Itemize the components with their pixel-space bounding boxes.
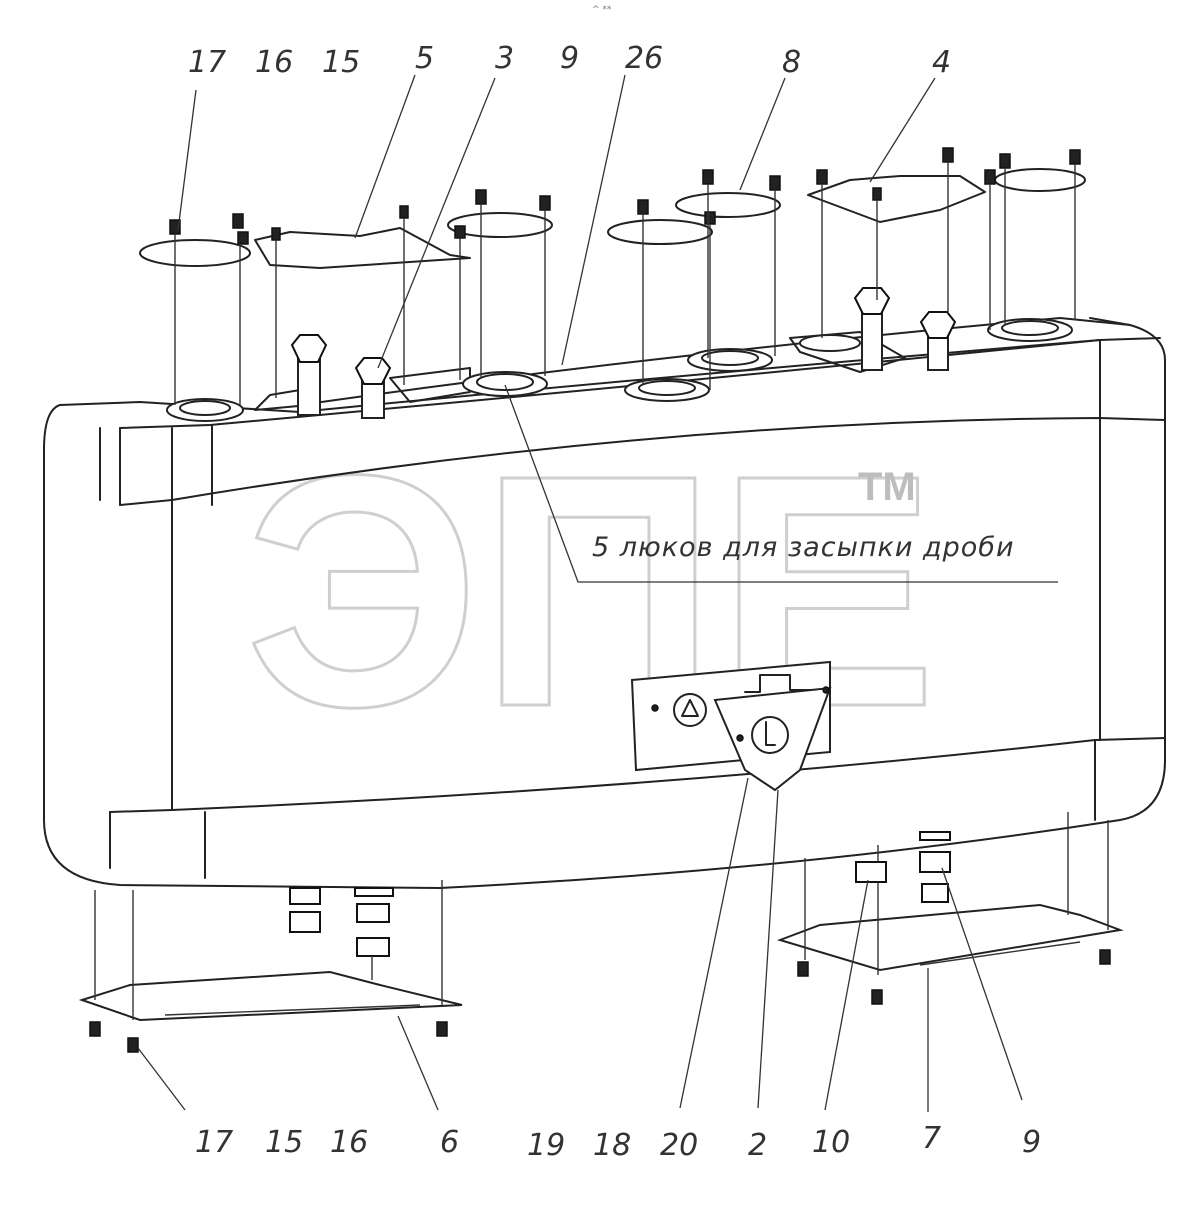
callout-8: 8 [782,45,801,80]
callout-3: 3 [495,41,514,76]
callout-2: 2 [748,1128,767,1163]
callout-26: 26 [625,41,663,76]
callout-4: 4 [932,45,951,80]
callout-17-top: 17 [188,45,226,80]
leader-lines [137,74,1023,1112]
exploded-covers [139,168,1086,269]
callout-6: 6 [440,1125,459,1160]
callout-9-bottom: 9 [1022,1125,1041,1160]
callout-9-top: 9 [560,41,579,76]
bottom-bracket-left [78,880,463,1053]
callout-5: 5 [415,41,434,76]
top-mark: ^ ** [592,5,612,15]
callout-16-top: 16 [255,45,293,80]
watermark-trademark: TM [858,465,916,509]
assembly-lines [174,162,1076,405]
top-bolts [169,147,1081,245]
callout-18: 18 [593,1128,631,1163]
callout-15-bottom: 15 [265,1125,303,1160]
callouts-top: 17 16 15 5 3 9 26 8 4 [188,41,951,80]
callout-16-bottom: 16 [330,1125,368,1160]
drain-lock [630,660,832,792]
callout-10: 10 [812,1125,850,1160]
callout-15-top: 15 [322,45,360,80]
pipes [290,287,957,419]
callout-7: 7 [922,1121,941,1156]
callout-17-bottom: 17 [195,1125,233,1160]
watermark: ЭПЕ TM [244,405,939,777]
note-annotation: 5 люков для засыпки дроби [504,384,1058,583]
filler-necks [166,318,1073,422]
note-text: 5 люков для засыпки дроби [592,532,1015,563]
callout-20: 20 [660,1128,698,1163]
callouts-bottom: 17 15 16 6 19 18 20 2 10 7 9 [195,1121,1041,1163]
callout-19: 19 [527,1128,565,1163]
watermark-logo: ЭПЕ [245,406,937,775]
bottom-bracket-right [776,812,1124,1005]
